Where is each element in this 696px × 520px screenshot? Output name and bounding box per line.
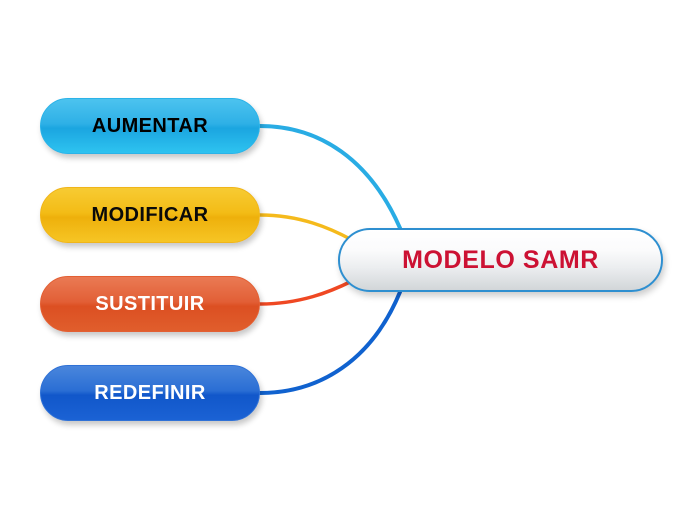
branch-label-sustituir: SUSTITUIR xyxy=(95,292,205,315)
central-node-label: MODELO SAMR xyxy=(402,245,599,274)
branch-node-aumentar[interactable]: AUMENTAR xyxy=(40,98,260,154)
branch-label-modificar: MODIFICAR xyxy=(91,203,209,226)
branch-label-redefinir: REDEFINIR xyxy=(94,381,206,404)
branch-label-aumentar: AUMENTAR xyxy=(91,114,209,137)
connector-aumentar xyxy=(258,124,402,230)
branch-node-sustituir[interactable]: SUSTITUIR xyxy=(40,276,260,332)
connector-modificar xyxy=(258,213,354,242)
branch-node-modificar[interactable]: MODIFICAR xyxy=(40,187,260,243)
connector-sustituir xyxy=(258,279,354,306)
connector-redefinir xyxy=(258,290,402,395)
branch-node-redefinir[interactable]: REDEFINIR xyxy=(40,365,260,421)
central-node[interactable]: MODELO SAMR xyxy=(338,228,663,292)
